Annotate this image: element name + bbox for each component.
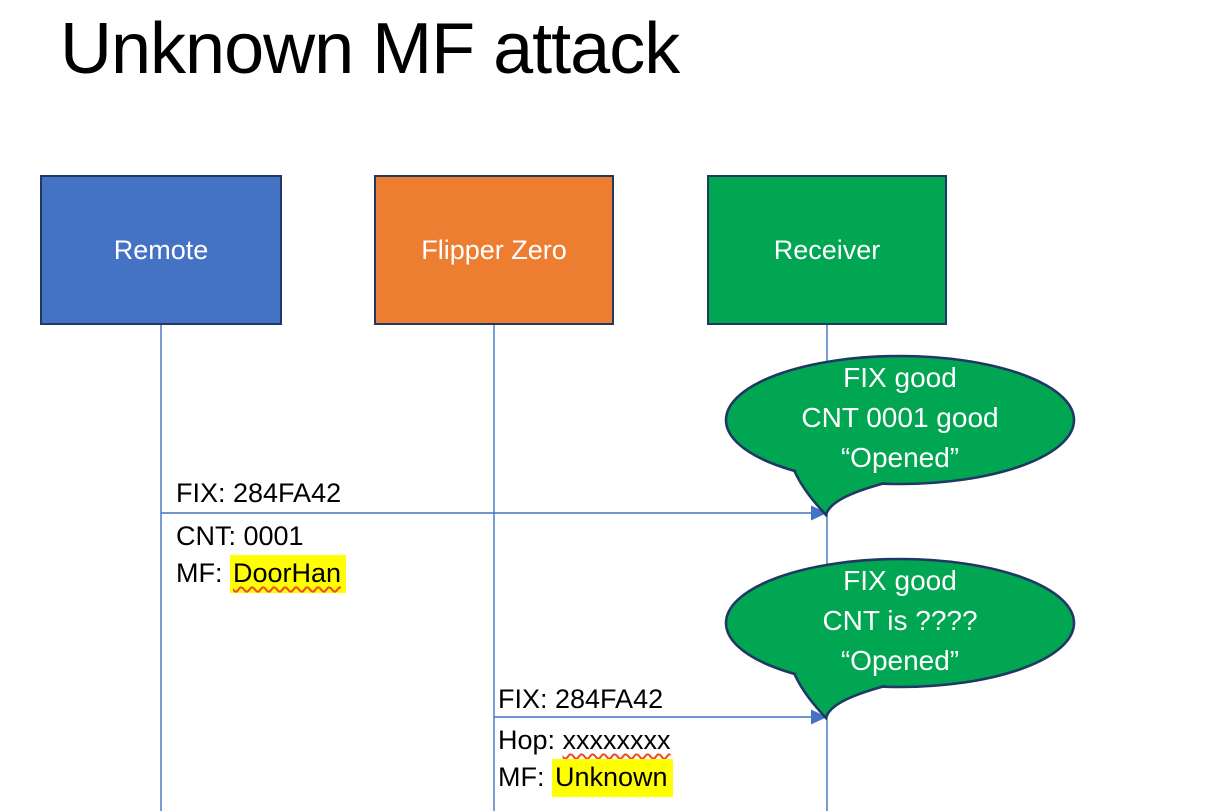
mf-value-highlighted: DoorHan (230, 555, 347, 593)
mf-label: MF: (176, 558, 230, 588)
callout-line: FIX good (843, 362, 957, 393)
slide-title: Unknown MF attack (60, 9, 680, 89)
callout-line: “Opened” (840, 645, 960, 676)
callout-line: “Opened” (840, 442, 960, 473)
callout-tail (792, 469, 886, 518)
callout1-text: FIX good CNT 0001 good “Opened” (727, 356, 1073, 480)
callout-line: CNT is ???? (822, 605, 978, 636)
message2-fix-line: FIX: 284FA42 (498, 683, 663, 716)
cnt-value: CNT: 0001 (176, 521, 304, 551)
mf-label: MF: (498, 762, 552, 792)
actor-label: Flipper Zero (421, 234, 567, 265)
arrowhead-icon (811, 709, 827, 725)
message2-hop-line: Hop: xxxxxxxx (498, 724, 671, 757)
callout2-text: FIX good CNT is ???? “Opened” (727, 559, 1073, 683)
callout-line: FIX good (843, 565, 957, 596)
actor-box-flipper-zero: Flipper Zero (374, 175, 614, 325)
fix-value: FIX: 284FA42 (176, 478, 342, 508)
message-arrow-flipper-to-receiver (494, 709, 827, 725)
callout-bubble-1 (724, 354, 1076, 518)
arrowhead-icon (811, 505, 827, 521)
hop-value: xxxxxxxx (562, 725, 671, 755)
actor-label: Receiver (773, 234, 881, 265)
message-arrow-remote-to-receiver (161, 505, 827, 521)
message2-mf-line: MF: Unknown (498, 759, 673, 797)
actor-box-receiver: Receiver (707, 175, 947, 325)
mf-value-highlighted: Unknown (552, 759, 673, 797)
actor-box-remote: Remote (40, 175, 282, 325)
callout-bubble-2 (724, 557, 1076, 721)
fix-value: FIX: 284FA42 (498, 684, 664, 714)
message1-cnt-line: CNT: 0001 (176, 520, 304, 553)
callout-line: CNT 0001 good (801, 402, 999, 433)
actor-label: Remote (113, 234, 209, 265)
hop-label: Hop: (498, 725, 563, 755)
message1-mf-line: MF: DoorHan (176, 555, 347, 593)
callout-ellipse (724, 557, 1076, 689)
callout-ellipse (724, 354, 1076, 486)
callout-tail (792, 672, 886, 721)
message1-fix-line: FIX: 284FA42 (176, 477, 341, 510)
